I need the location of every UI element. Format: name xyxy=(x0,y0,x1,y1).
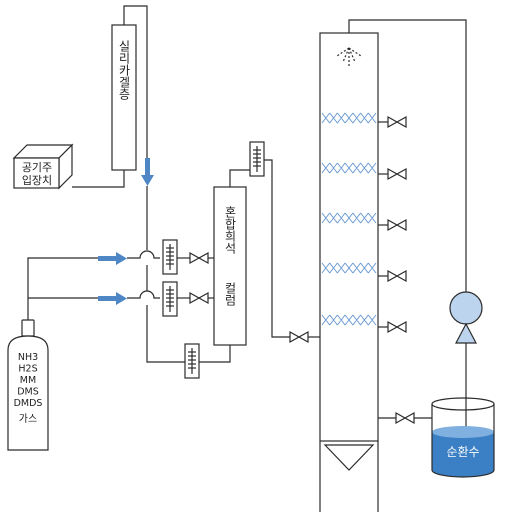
mixing-dilution-column xyxy=(213,186,247,346)
silica-gel-column xyxy=(111,5,148,171)
gas-component-label: H2S xyxy=(18,364,37,375)
scrubber-tower xyxy=(319,32,379,512)
packing-layer xyxy=(321,162,377,174)
mixing-column-label-part2: 컬럼 xyxy=(223,282,237,306)
gas-suffix-label: 가스 xyxy=(19,413,37,425)
packing-layer xyxy=(321,112,377,124)
air-injection-label-line1: 공기주 xyxy=(22,161,52,174)
valve xyxy=(189,251,209,265)
sample-valve xyxy=(378,115,407,129)
sample-valve xyxy=(378,167,407,181)
flow-arrow-right xyxy=(98,292,127,305)
sample-valve xyxy=(378,320,407,334)
gas-component-label: DMS xyxy=(17,387,39,398)
packing-layer xyxy=(321,314,377,326)
air-injection-device xyxy=(12,143,125,190)
mixing-column-label-part1: 혼합희석 xyxy=(223,206,237,254)
flow-arrow-right xyxy=(98,252,127,265)
gas-component-label: DMDS xyxy=(14,398,43,409)
packing-layer xyxy=(321,212,377,224)
silica-gel-label: 실리카겔층 xyxy=(117,40,131,100)
flowmeter xyxy=(162,239,178,275)
sample-valve xyxy=(378,218,407,232)
flowmeter xyxy=(162,281,178,317)
circulating-water-tank xyxy=(431,397,495,478)
flow-arrow-down xyxy=(141,158,154,186)
packing-layer xyxy=(321,262,377,274)
circulation-pump xyxy=(449,291,483,344)
gas-component-label: MM xyxy=(20,375,36,386)
drain-valve xyxy=(395,411,415,425)
spray-nozzle xyxy=(336,47,362,66)
flowmeter xyxy=(249,141,265,177)
air-injection-label-line2: 입장치 xyxy=(22,174,52,187)
sample-valve xyxy=(378,269,407,283)
gas-component-label: NH3 xyxy=(18,352,38,363)
gas-cylinder xyxy=(7,319,49,451)
flowmeter xyxy=(184,343,200,379)
valve xyxy=(189,291,209,305)
valve xyxy=(289,330,309,344)
gas-feed-line xyxy=(27,257,98,320)
circulating-water-label: 순환수 xyxy=(446,445,479,459)
